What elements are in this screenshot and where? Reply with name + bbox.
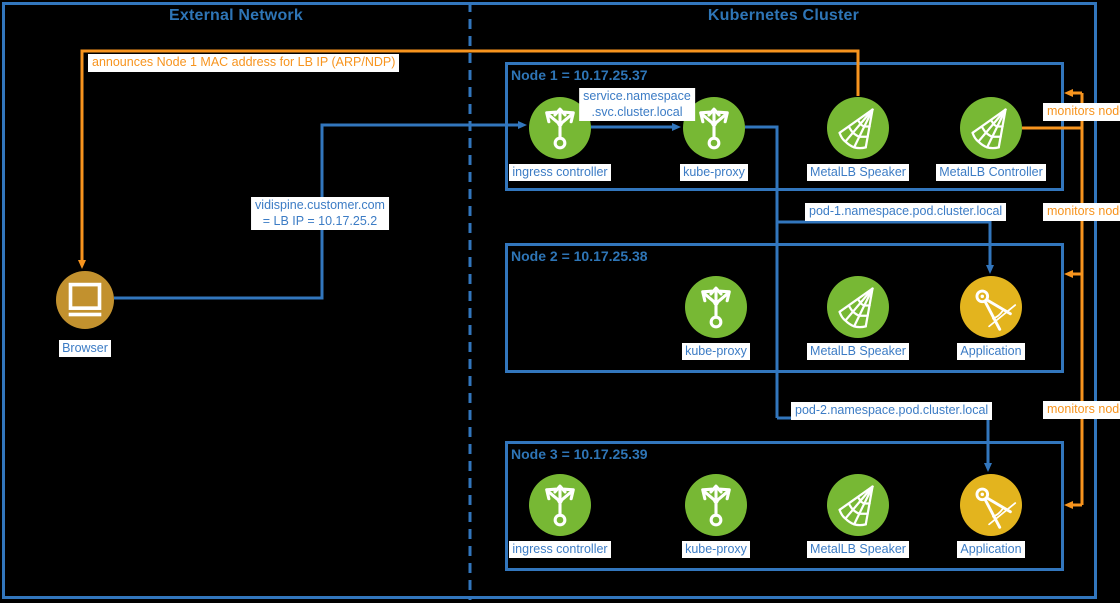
- metallb-speaker-icon: [827, 474, 889, 536]
- service-dns-label: service.namespace .svc.cluster.local: [579, 88, 695, 122]
- component-label: kube-proxy: [682, 541, 750, 558]
- node1-metallb-controller: MetalLB Controller: [931, 97, 1051, 181]
- metallb-speaker-icon: [827, 97, 889, 159]
- monitors-node-label-2: monitors node: [1043, 203, 1120, 221]
- arp-announce-label: announces Node 1 MAC address for LB IP (…: [88, 54, 400, 72]
- diagram-outer-border: [2, 2, 1097, 599]
- node1-metallb-speaker: MetalLB Speaker: [798, 97, 918, 181]
- node2-metallb-speaker: MetalLB Speaker: [798, 276, 918, 360]
- monitors-node-label-3: monitors node: [1043, 401, 1120, 419]
- node2-application: Application: [931, 276, 1051, 360]
- node3-ingress-controller: ingress controller: [500, 474, 620, 558]
- node-2-title: Node 2 = 10.17.25.38: [511, 248, 648, 264]
- component-label: MetalLB Controller: [936, 164, 1046, 181]
- service-label-line1: service.namespace: [583, 89, 691, 103]
- pod1-dns-label: pod-1.namespace.pod.cluster.local: [805, 203, 1007, 221]
- ingress-controller-icon: [529, 474, 591, 536]
- kube-proxy-icon: [685, 276, 747, 338]
- component-label: kube-proxy: [680, 164, 748, 181]
- kubernetes-cluster-title: Kubernetes Cluster: [707, 7, 860, 24]
- external-network-title: External Network: [169, 7, 303, 24]
- pod2-dns-label: pod-2.namespace.pod.cluster.local: [791, 402, 993, 420]
- node-3-title: Node 3 = 10.17.25.39: [511, 446, 648, 462]
- dns-label-line2: = LB IP = 10.17.25.2: [262, 213, 378, 228]
- component-label: MetalLB Speaker: [807, 164, 909, 181]
- node3-metallb-speaker: MetalLB Speaker: [798, 474, 918, 558]
- metallb-controller-icon: [960, 97, 1022, 159]
- application-icon: [960, 276, 1022, 338]
- component-label: Application: [957, 541, 1025, 558]
- node2-kube-proxy: kube-proxy: [656, 276, 776, 360]
- kube-proxy-icon: [685, 474, 747, 536]
- monitors-node-label-1: monitors node: [1043, 103, 1120, 121]
- component-label: ingress controller: [509, 164, 611, 181]
- component-label: Application: [957, 343, 1025, 360]
- browser-component: Browser: [25, 271, 145, 357]
- node-1-title: Node 1 = 10.17.25.37: [511, 67, 648, 83]
- dns-lb-ip-label: vidispine.customer.com = LB IP = 10.17.2…: [251, 197, 389, 231]
- node3-kube-proxy: kube-proxy: [656, 474, 776, 558]
- component-label: MetalLB Speaker: [807, 541, 909, 558]
- metallb-speaker-icon: [827, 276, 889, 338]
- dns-label-line1: vidispine.customer.com: [255, 198, 385, 212]
- component-label: ingress controller: [509, 541, 611, 558]
- application-icon: [960, 474, 1022, 536]
- service-label-line2: .svc.cluster.local: [591, 104, 683, 119]
- node3-application: Application: [931, 474, 1051, 558]
- browser-monitor-icon: [56, 271, 114, 329]
- component-label: kube-proxy: [682, 343, 750, 360]
- component-label: MetalLB Speaker: [807, 343, 909, 360]
- browser-label: Browser: [59, 340, 111, 357]
